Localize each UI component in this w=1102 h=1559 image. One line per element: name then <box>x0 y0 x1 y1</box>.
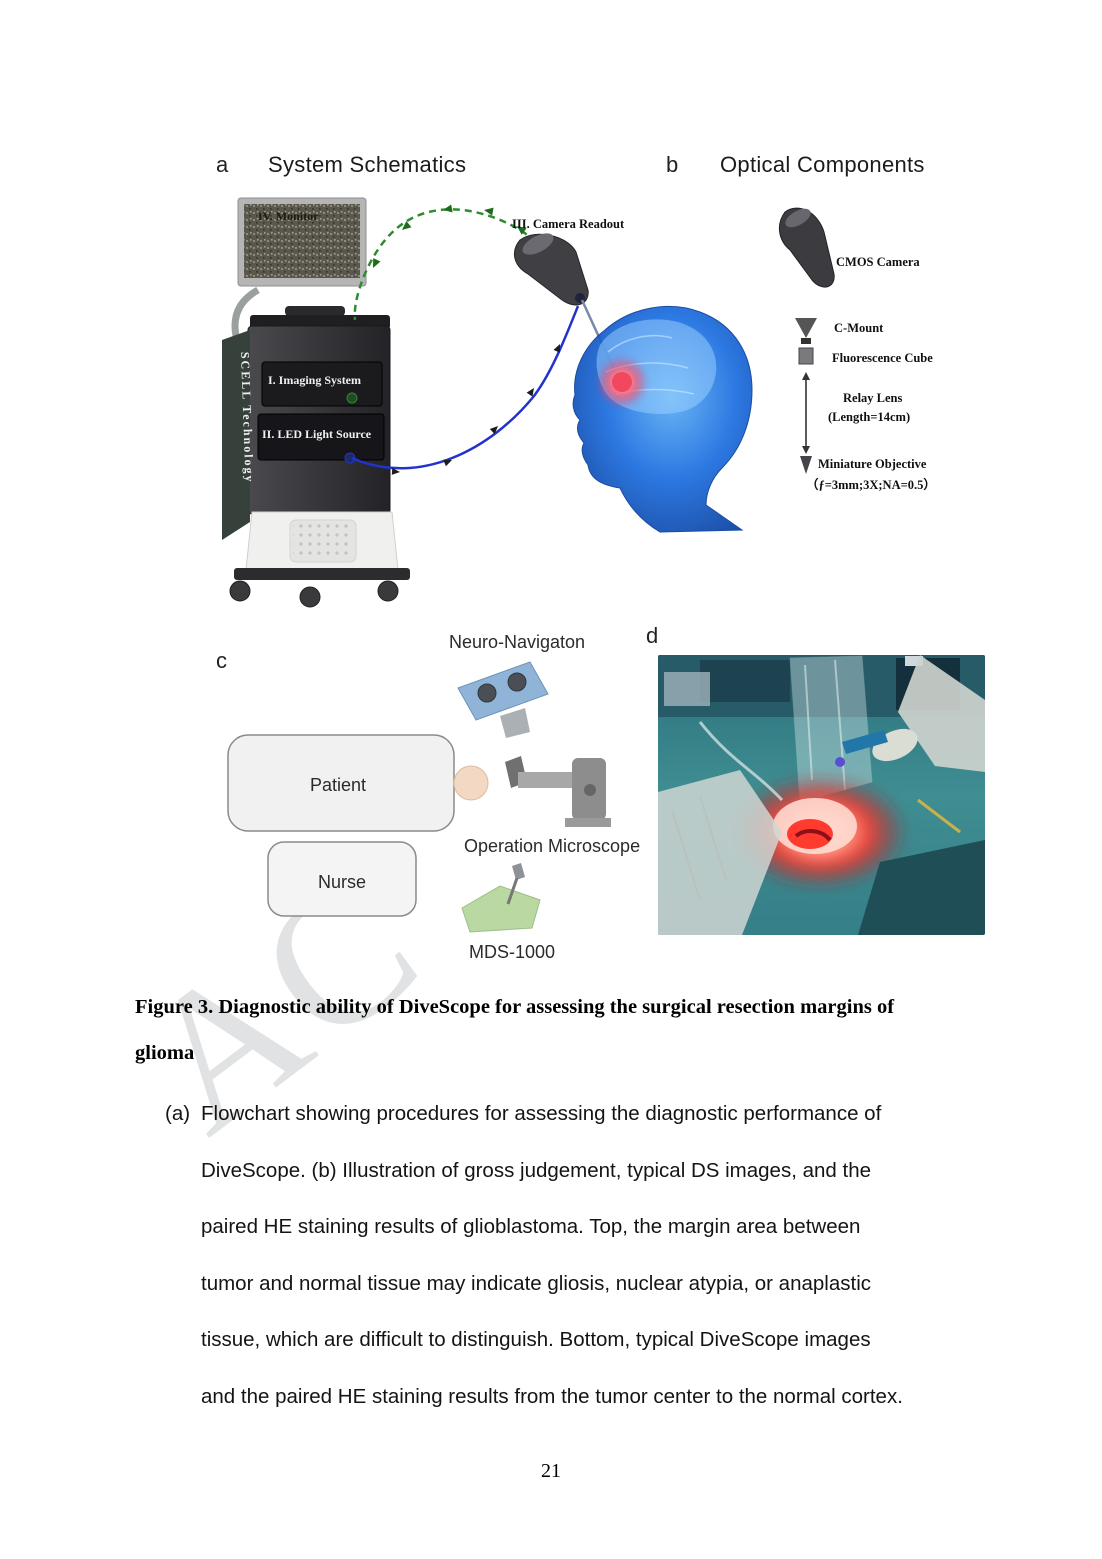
relay-lens-illustration <box>802 372 810 454</box>
surgery-photo <box>658 655 985 935</box>
panel-b-letter: b <box>666 152 678 177</box>
figure-caption: Figure 3. Diagnostic ability of DiveScop… <box>135 984 1035 1076</box>
cart-wheels <box>229 580 399 608</box>
device-brand-vertical: SCELL Technology <box>238 352 257 484</box>
caption-body-line: and the paired HE staining results from … <box>201 1384 903 1408</box>
monitor-label: IV. Monitor <box>258 209 319 223</box>
camera-cable-green <box>353 204 537 321</box>
caption-body-text: Flowchart showing procedures for assessi… <box>201 1102 882 1125</box>
nurse-box: Nurse <box>267 841 417 917</box>
patient-box: Patient <box>227 734 489 832</box>
panel-b: b Optical Components CMOS Camera C-Mount… <box>666 152 936 492</box>
caption-body-line: (a) Flowchart showing procedures for asse… <box>165 1086 903 1143</box>
neuro-navigation-label: Neuro-Navigaton <box>449 632 585 652</box>
imaging-cart-illustration: SCELL Technology I. Imaging System II. L… <box>222 306 410 608</box>
operation-microscope-label: Operation Microscope <box>464 836 640 856</box>
figure-caption-line-2: glioma <box>135 1042 195 1064</box>
objective-label-2: （ƒ=3mm;3X;NA=0.5） <box>806 477 936 492</box>
caption-body-line: DiveScope. (b) Illustration of gross jud… <box>201 1158 871 1182</box>
nurse-label: Nurse <box>318 872 366 892</box>
imaging-system-label: I. Imaging System <box>268 373 361 387</box>
caption-body-line: paired HE staining results of glioblasto… <box>201 1215 861 1238</box>
miniature-objective-illustration <box>800 456 812 474</box>
mds-1000-icon <box>461 863 541 933</box>
camera-readout-label: III. Camera Readout <box>512 217 625 231</box>
cmos-camera-label: CMOS Camera <box>836 255 920 269</box>
cmos-camera-illustration <box>778 207 835 288</box>
fluorescence-cube-illustration <box>798 347 814 365</box>
neuro-navigation-icon <box>457 661 549 738</box>
caption-body-line: tissue, which are difficult to distingui… <box>201 1328 871 1351</box>
panel-d-letter: d <box>646 623 658 648</box>
list-marker: (a) <box>165 1102 191 1125</box>
monitor-illustration: IV. Monitor <box>231 197 367 337</box>
patient-label: Patient <box>310 775 366 795</box>
panel-a-letter: a <box>216 152 229 177</box>
operation-microscope-icon <box>505 756 611 827</box>
led-source-label: II. LED Light Source <box>262 427 372 441</box>
c-mount-label: C-Mount <box>834 321 884 335</box>
light-cable-blue <box>351 305 580 475</box>
panel-c-letter: c <box>216 648 227 673</box>
page-number: 21 <box>541 1460 561 1482</box>
figure-caption-line-1: Figure 3. Diagnostic ability of DiveScop… <box>135 996 895 1018</box>
fluorescence-cube-label: Fluorescence Cube <box>832 351 933 365</box>
relay-lens-label-1: Relay Lens <box>843 391 903 405</box>
objective-label-1: Miniature Objective <box>818 457 927 471</box>
panel-c: c Neuro-Navigaton Patient Operation <box>216 632 640 962</box>
mds-1000-label: MDS-1000 <box>469 942 555 962</box>
head-brain-illustration <box>572 306 753 533</box>
figure-3-illustration: a System Schematics IV. Monitor SCELL Te… <box>216 152 985 962</box>
relay-lens-label-2: (Length=14cm) <box>828 410 910 424</box>
panel-a: a System Schematics IV. Monitor SCELL Te… <box>216 152 753 608</box>
panel-a-title: System Schematics <box>268 152 466 177</box>
caption-body: (a) Flowchart showing procedures for asse… <box>165 1086 903 1425</box>
panel-d: d <box>646 623 985 935</box>
panel-b-title: Optical Components <box>720 152 925 177</box>
caption-body-line: tumor and normal tissue may indicate gli… <box>201 1271 871 1295</box>
c-mount-illustration <box>795 318 817 344</box>
